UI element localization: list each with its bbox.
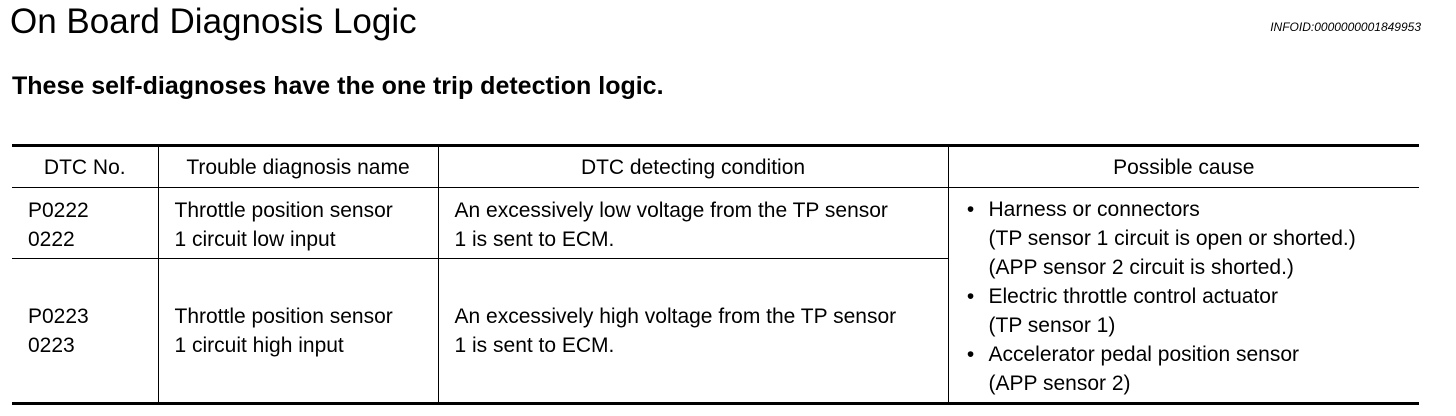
detecting-condition-cell: An excessively low voltage from the TP s… — [437, 187, 948, 259]
diagnosis-table: DTC No. Trouble diagnosis name DTC detec… — [12, 144, 1419, 405]
info-id: INFOID:0000000001849953 — [1270, 20, 1421, 34]
column-header-possible-cause: Possible cause — [947, 144, 1419, 188]
possible-cause-list: • Harness or connectors (TP sensor 1 cir… — [965, 195, 1412, 398]
dtc-cell: P0222 0222 — [12, 187, 158, 259]
table-row: P0222 0222 Throttle position sensor 1 ci… — [12, 187, 1419, 405]
list-item: • Electric throttle control actuator (TP… — [965, 282, 1412, 340]
trouble-diagnosis-name-cell: Throttle position sensor 1 circuit high … — [157, 258, 438, 405]
detecting-condition-cell: An excessively high voltage from the TP … — [437, 258, 948, 405]
list-item: • Accelerator pedal position sensor (APP… — [965, 340, 1412, 398]
condition-line: 1 is sent to ECM. — [454, 333, 615, 357]
table-header-row: DTC No. Trouble diagnosis name DTC detec… — [12, 144, 1419, 188]
bullet-icon: • — [966, 198, 975, 221]
dtc-code: P0223 — [28, 304, 89, 328]
condition-line: An excessively low voltage from the TP s… — [454, 199, 888, 222]
cause-line: (TP sensor 1) — [988, 314, 1116, 337]
bullet-icon: • — [966, 285, 975, 308]
page-title: On Board Diagnosis Logic — [10, 2, 417, 41]
diagnosis-name-line: Throttle position sensor — [174, 304, 393, 328]
condition-line: 1 is sent to ECM. — [454, 228, 615, 251]
dtc-code: 0222 — [28, 228, 75, 251]
cause-line: Electric throttle control actuator — [988, 285, 1278, 308]
diagnosis-name-line: 1 circuit low input — [174, 228, 336, 251]
condition-line: An excessively high voltage from the TP … — [454, 304, 897, 328]
diagnosis-name-line: Throttle position sensor — [174, 199, 393, 222]
dtc-cell: P0223 0223 — [12, 258, 158, 405]
trouble-diagnosis-name-cell: Throttle position sensor 1 circuit low i… — [157, 187, 438, 259]
cause-line: Accelerator pedal position sensor — [988, 343, 1300, 366]
section-subtitle: These self-diagnoses have the one trip d… — [12, 72, 664, 100]
table-row: P0223 0223 Throttle position sensor 1 ci… — [12, 258, 1419, 405]
column-header-dtc-detecting-condition: DTC detecting condition — [437, 144, 948, 188]
bullet-icon: • — [966, 343, 975, 366]
cause-line: (TP sensor 1 circuit is open or shorted.… — [988, 227, 1356, 250]
possible-cause-cell: • Harness or connectors (TP sensor 1 cir… — [947, 187, 1419, 405]
cause-line: (APP sensor 2 circuit is shorted.) — [988, 256, 1294, 279]
diagnosis-name-line: 1 circuit high input — [174, 333, 344, 357]
dtc-code: 0223 — [28, 333, 75, 357]
list-item: • Harness or connectors (TP sensor 1 cir… — [965, 195, 1412, 282]
dtc-code: P0222 — [28, 199, 89, 222]
column-header-dtc-no: DTC No. — [12, 144, 158, 188]
column-header-trouble-diagnosis-name: Trouble diagnosis name — [157, 144, 438, 188]
cause-line: Harness or connectors — [988, 198, 1200, 221]
cause-line: (APP sensor 2) — [988, 372, 1131, 395]
